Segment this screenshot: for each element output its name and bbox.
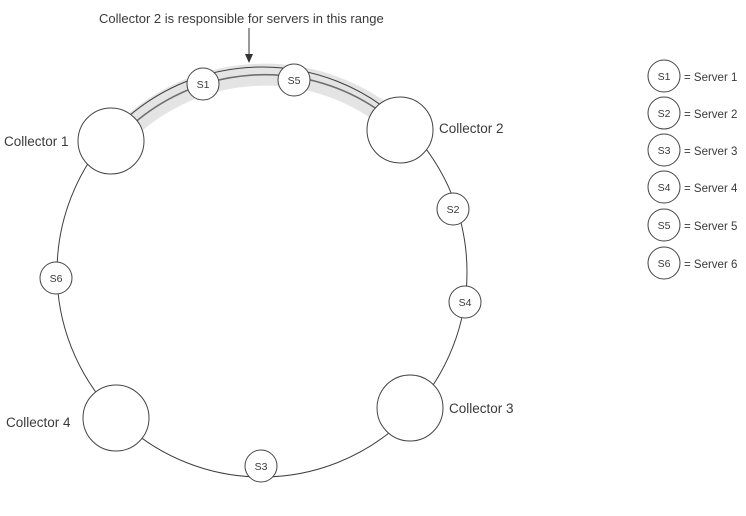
legend-badge	[647, 96, 681, 130]
collector-3: Collector 3	[376, 374, 514, 442]
collector-4: Collector 4	[6, 384, 150, 452]
legend-text: = Server 2	[684, 109, 737, 121]
server-s2-node	[436, 192, 470, 226]
legend: S1 = Server 1 S2 = Server 2 S3 = Server …	[647, 59, 738, 280]
server-s1-label: S1	[197, 79, 210, 91]
legend-item: S4 = Server 4	[647, 170, 738, 204]
collector-2-node	[366, 96, 434, 164]
legend-code: S4	[658, 182, 671, 194]
legend-item: S3 = Server 3	[647, 133, 737, 167]
collector-1-node	[77, 107, 145, 175]
collector-2-label: Collector 2	[439, 121, 504, 136]
legend-item: S6 = Server 6	[647, 246, 737, 280]
server-s5-label: S5	[288, 75, 301, 87]
legend-badge	[647, 133, 681, 167]
collector-1-label: Collector 1	[4, 134, 69, 149]
legend-code: S6	[658, 258, 671, 270]
legend-badge	[647, 59, 681, 93]
legend-text: = Server 4	[684, 183, 738, 195]
server-s1: S1	[186, 67, 220, 101]
legend-item: S5 = Server 5	[647, 208, 737, 242]
collector-2-range-highlight	[104, 63, 406, 153]
annotation-arrowhead	[245, 54, 253, 63]
legend-text: = Server 6	[684, 259, 737, 271]
server-s5: S5	[277, 63, 311, 97]
server-s4-label: S4	[459, 297, 472, 309]
server-s6: S6	[39, 261, 73, 295]
legend-item: S1 = Server 1	[647, 59, 737, 93]
server-s2: S2	[436, 192, 470, 226]
server-s3-node	[244, 449, 278, 483]
legend-code: S3	[658, 145, 671, 157]
server-s3-label: S3	[255, 461, 268, 473]
server-s5-node	[277, 63, 311, 97]
legend-item: S2 = Server 2	[647, 96, 737, 130]
legend-badge	[647, 170, 681, 204]
legend-badge	[647, 246, 681, 280]
collector-3-label: Collector 3	[449, 401, 514, 416]
server-s6-node	[39, 261, 73, 295]
collector-2: Collector 2	[366, 96, 504, 164]
server-s4-node	[448, 285, 482, 319]
server-s1-node	[186, 67, 220, 101]
legend-code: S2	[658, 108, 671, 120]
range-annotation: Collector 2 is responsible for servers i…	[99, 11, 384, 26]
legend-text: = Server 5	[684, 221, 737, 233]
legend-code: S1	[658, 71, 671, 83]
legend-badge	[647, 208, 681, 242]
server-s6-label: S6	[50, 273, 63, 285]
legend-text: = Server 3	[684, 146, 737, 158]
server-s2-label: S2	[447, 204, 460, 216]
legend-text: = Server 1	[684, 72, 737, 84]
collector-1: Collector 1	[4, 107, 145, 175]
collector-4-node	[82, 384, 150, 452]
server-s3: S3	[244, 449, 278, 483]
legend-code: S5	[658, 220, 671, 232]
collector-3-node	[376, 374, 444, 442]
collector-4-label: Collector 4	[6, 415, 71, 430]
collector-2-range-line	[114, 73, 396, 143]
server-s4: S4	[448, 285, 482, 319]
